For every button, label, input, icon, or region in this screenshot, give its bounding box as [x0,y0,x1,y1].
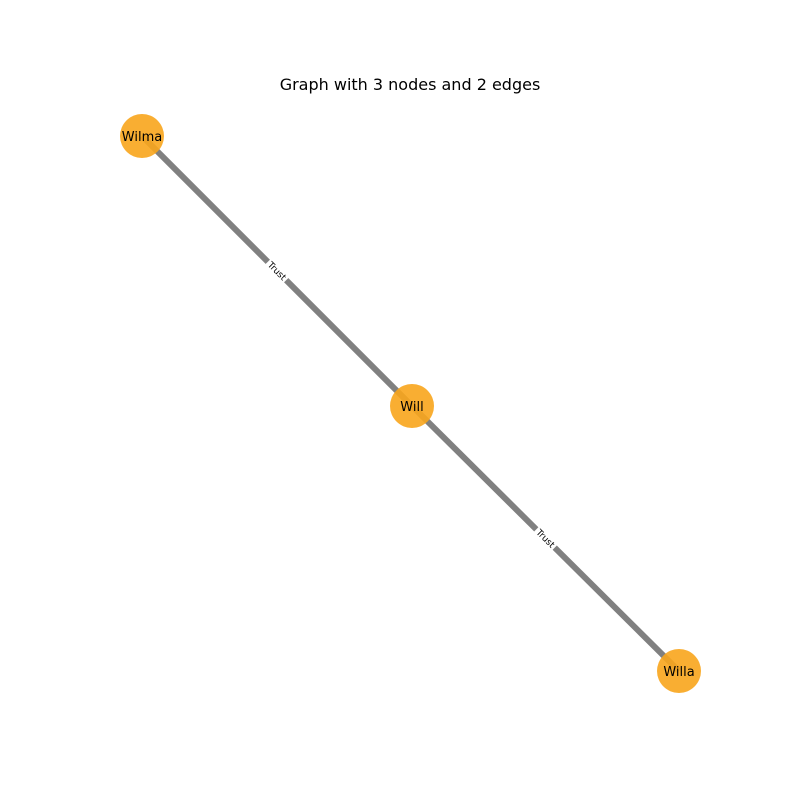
node-label: Willa [663,665,694,680]
node-circle [120,114,164,158]
node-label: Wilma [122,130,162,145]
node-circle [657,649,701,693]
node-circle [390,384,434,428]
edge-label-background [532,525,559,552]
node-will: Will [390,384,434,428]
node-label: Will [400,400,423,415]
node-willa: Willa [657,649,701,693]
graph-title: Graph with 3 nodes and 2 edges [280,75,541,94]
edge-label-background [263,257,291,285]
node-wilma: Wilma [120,114,164,158]
